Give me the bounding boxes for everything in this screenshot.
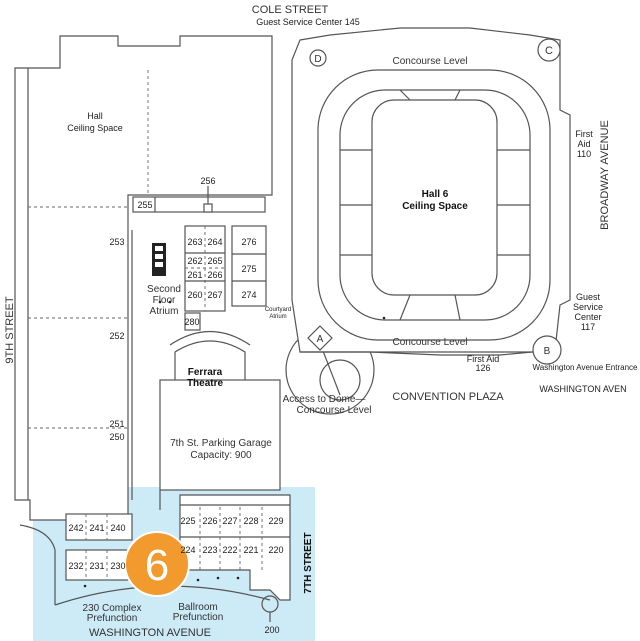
room-224: 224	[180, 545, 195, 555]
ballroom-prefunction: Ballroom	[178, 602, 217, 613]
room-275: 275	[241, 264, 256, 274]
room-255: 255	[137, 200, 152, 210]
room-240: 240	[110, 523, 125, 533]
room-230: 230	[110, 561, 125, 571]
room-265: 265	[207, 256, 222, 266]
parking-garage	[159, 379, 281, 491]
courtyard-atrium: Atrium	[269, 314, 286, 320]
first-aid-110: 110	[577, 149, 591, 159]
washington-aven: WASHINGTON AVEN	[539, 384, 626, 394]
room-227: 227	[222, 516, 237, 526]
room-266: 266	[207, 270, 222, 280]
room-263: 263	[187, 237, 202, 247]
room-280: 280	[184, 317, 199, 327]
access-to-dome: Concourse Level	[296, 405, 371, 416]
marker-a: A	[317, 334, 324, 345]
room-220: 220	[268, 545, 283, 555]
washington-avenue: WASHINGTON AVENUE	[89, 627, 211, 639]
first-aid-126: First Aid	[467, 354, 500, 364]
stairs	[152, 243, 166, 276]
first-aid-110: First	[575, 129, 593, 139]
garage-label: 7th St. Parking Garage	[170, 438, 272, 449]
room-276: 276	[241, 237, 256, 247]
convention-plaza: CONVENTION PLAZA	[392, 391, 504, 403]
room-252: 252	[109, 331, 124, 341]
hall6-ceiling: Ceiling Space	[402, 201, 468, 212]
room-267: 267	[207, 290, 222, 300]
room-222: 222	[222, 545, 237, 555]
marker-d: D	[314, 54, 321, 65]
second-floor-atrium: Floor	[153, 295, 176, 306]
second-floor-atrium: Atrium	[150, 306, 179, 317]
guest-service-117: Guest	[576, 292, 601, 302]
concourse-level-bottom: Concourse Level	[392, 337, 467, 348]
access-to-dome: Access to Dome—	[283, 394, 366, 405]
cole-street: COLE STREET	[252, 4, 329, 16]
room-225: 225	[180, 516, 195, 526]
guest-service-117: 117	[581, 322, 595, 332]
ferrara-theatre	[174, 340, 246, 391]
first-aid-110: Aid	[577, 139, 590, 149]
guest-service-117: Service	[573, 302, 603, 312]
room-241: 241	[89, 523, 104, 533]
garage-label: Capacity: 900	[190, 450, 252, 461]
room-labels: 256 255 253 252 251 250 263 264 276 262 …	[68, 176, 283, 635]
room-262: 262	[187, 256, 202, 266]
ferrara-theatre-label: Ferrara	[188, 367, 223, 378]
room-242: 242	[68, 523, 83, 533]
room-232: 232	[68, 561, 83, 571]
prefunction-230: Prefunction	[87, 613, 138, 624]
level-number: 6	[145, 541, 169, 590]
room-264: 264	[207, 237, 222, 247]
hall6-label: Hall 6	[422, 189, 449, 200]
ninth-street: 9TH STREET	[4, 296, 16, 364]
hall-building	[14, 35, 273, 521]
guest-service-145: Guest Service Center 145	[256, 17, 360, 27]
hall-label: Ceiling Space	[67, 123, 123, 133]
room-256: 256	[200, 176, 215, 186]
courtyard-atrium: Courtyard	[265, 307, 291, 313]
room-226: 226	[202, 516, 217, 526]
room-200: 200	[264, 625, 279, 635]
room-229: 229	[268, 516, 283, 526]
room-231: 231	[89, 561, 104, 571]
hall-label: Hall	[87, 111, 103, 121]
ballroom-prefunction: Prefunction	[173, 612, 224, 623]
marker-c: C	[545, 45, 553, 57]
level-badge	[124, 531, 190, 597]
ferrara-theatre-label: Theatre	[187, 378, 224, 389]
prefunction-230: 230 Complex	[83, 603, 142, 614]
room-253: 253	[109, 237, 124, 247]
room-261: 261	[187, 270, 202, 280]
room-260: 260	[187, 290, 202, 300]
broadway-avenue: BROADWAY AVENUE	[599, 120, 611, 230]
first-aid-126: 126	[475, 363, 490, 373]
second-floor-atrium: Second	[147, 284, 181, 295]
room-251: 251	[109, 419, 124, 429]
room-228: 228	[243, 516, 258, 526]
room-223: 223	[202, 545, 217, 555]
room-274: 274	[241, 290, 256, 300]
guest-service-117: Center	[574, 312, 601, 322]
marker-b: B	[544, 346, 551, 357]
room-221: 221	[243, 545, 258, 555]
seventh-street: 7TH STREET	[303, 532, 314, 593]
room-250: 250	[109, 432, 124, 442]
concourse-level-top: Concourse Level	[392, 56, 467, 67]
washington-entrance: Washington Avenue Entrance	[533, 363, 639, 372]
